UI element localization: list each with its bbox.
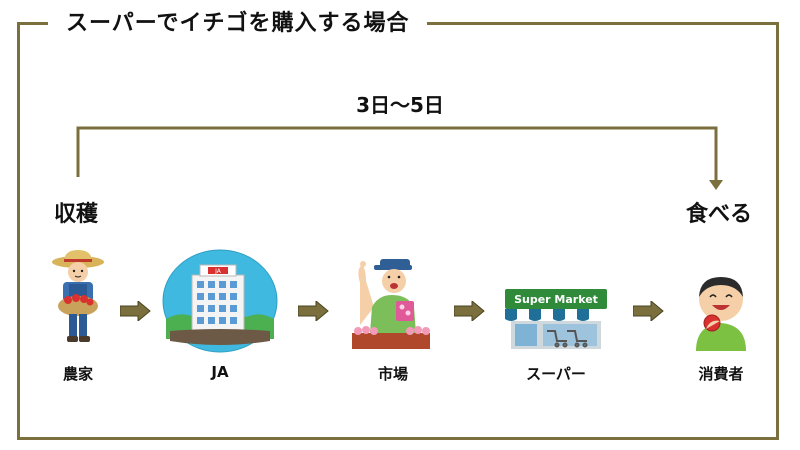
flow-arrow-3-icon — [454, 301, 485, 321]
ja-logo: JA — [214, 268, 222, 275]
node-label-ja: JA — [211, 363, 229, 381]
node-label-market: 市場 — [377, 365, 408, 383]
supermarket-icon: Super Market — [505, 289, 607, 349]
span-arrowhead-icon — [709, 180, 723, 190]
flow-arrow-4-icon — [633, 301, 664, 321]
diagram-title: スーパーでイチゴを購入する場合 — [48, 8, 428, 40]
flow-arrow-1-icon — [120, 301, 151, 321]
consumer-eating-icon — [696, 277, 746, 351]
harvest-label: 収穫 — [54, 202, 99, 227]
duration-label: 3日〜5日 — [356, 93, 444, 117]
node-label-consumer: 消費者 — [698, 365, 744, 383]
flow-arrow-2-icon — [298, 301, 329, 321]
eat-label: 食べる — [686, 202, 753, 227]
supermarket-sign: Super Market — [514, 293, 598, 306]
node-label-supermarket: スーパー — [526, 365, 586, 383]
farmer-icon — [52, 250, 104, 342]
node-label-farmer: 農家 — [62, 365, 93, 383]
ja-building-icon: JA — [162, 249, 278, 353]
market-auctioneer-icon — [352, 259, 430, 349]
